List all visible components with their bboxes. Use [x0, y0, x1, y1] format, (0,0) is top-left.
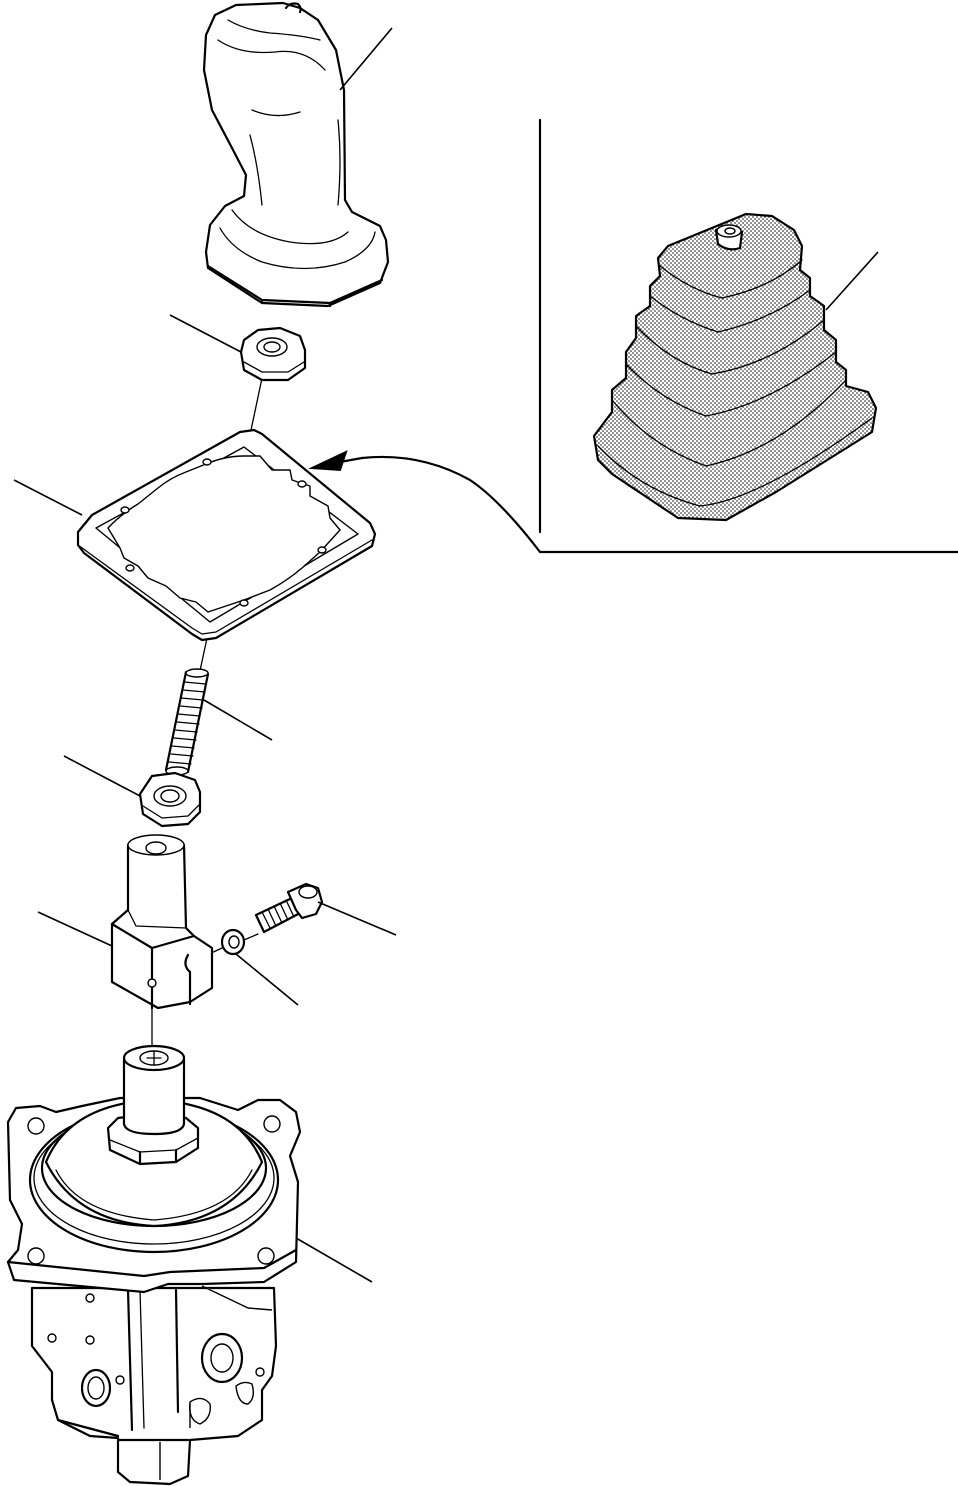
leader-threaded-stud [203, 699, 273, 741]
grip-nut [239, 326, 307, 382]
leader-cover-plate [13, 479, 83, 516]
leader-lever-adapter [37, 911, 113, 947]
threaded-stud [164, 668, 210, 776]
leader-rubber-boot [825, 251, 879, 311]
pilot-valve [6, 1044, 302, 1486]
leader-lock-nut [63, 755, 141, 797]
rubber-boot [592, 212, 878, 522]
cover-plate [76, 428, 377, 642]
washer [220, 928, 246, 956]
leader-pilot-valve [295, 1237, 373, 1283]
leader-washer [235, 953, 299, 1006]
leader-grip-nut [169, 314, 242, 353]
inset-frame [308, 118, 958, 554]
lever-adapter [110, 834, 214, 1010]
cap-screw [254, 882, 324, 934]
leader-cap-screw [317, 901, 397, 936]
leader-joystick-grip [339, 27, 393, 91]
lock-nut [138, 771, 202, 828]
joystick-grip [202, 1, 390, 308]
